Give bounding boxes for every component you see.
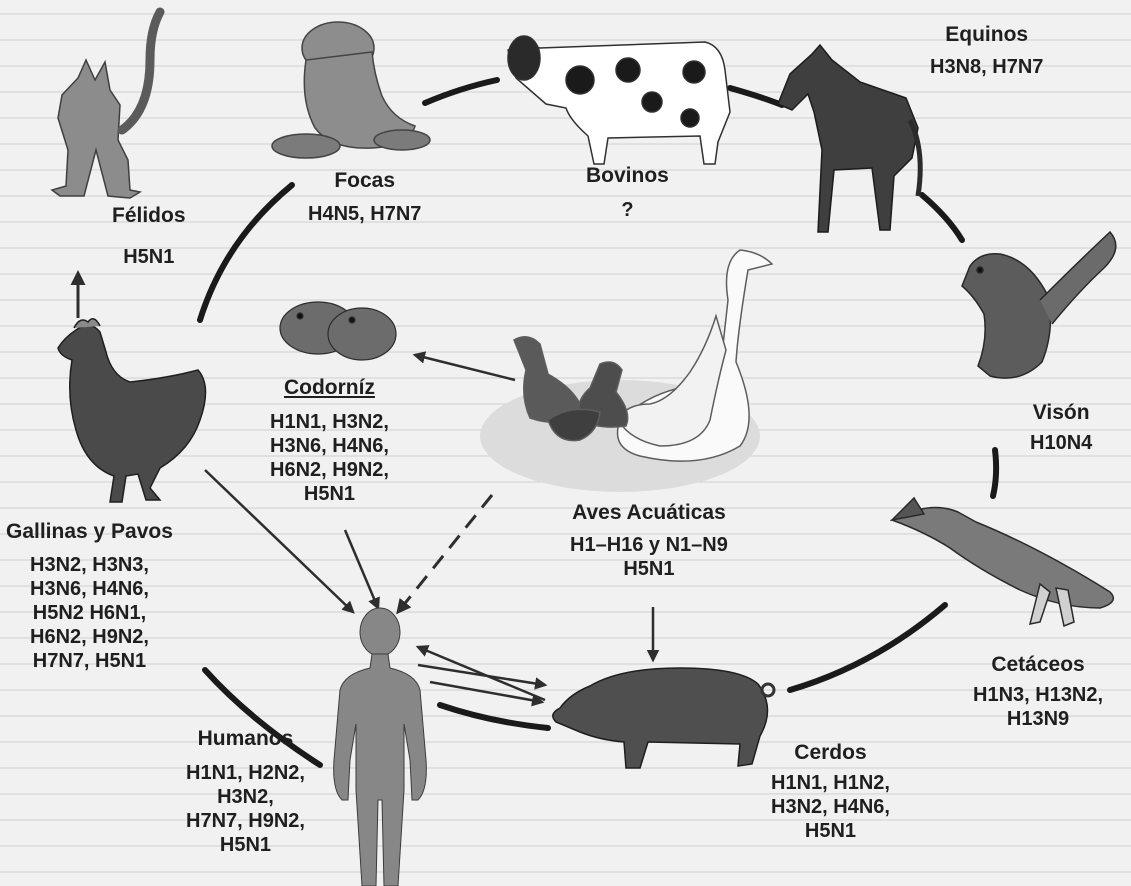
whale-illustration [892, 498, 1113, 626]
human-illustration [334, 608, 427, 886]
node-humanos: Humanos H1N1, H2N2, H3N2, H7N7, H9N2, H5… [186, 726, 305, 857]
node-vison: Visón H10N4 [1030, 400, 1092, 455]
arrow-aves-to-humanos-dashed [398, 495, 492, 612]
subtype-line: H3N8, H7N7 [930, 55, 1043, 79]
subtype-line: H7N7, H5N1 [6, 649, 173, 673]
node-felidos-name: Félidos [112, 203, 186, 228]
subtype-line: H13N9 [973, 707, 1103, 731]
subtype-line: H5N1 [771, 819, 890, 843]
waterfowl-illustration [480, 250, 772, 492]
subtype-line: H1N3, H13N2, [973, 683, 1103, 707]
subtype-line: H1N1, H3N2, [270, 410, 389, 434]
horse-illustration [778, 45, 920, 232]
subtype-line: H6N2, H9N2, [270, 458, 389, 482]
subtype-line: H3N6, H4N6, [270, 434, 389, 458]
subtype-line: H1–H16 y N1–N9 [570, 533, 728, 557]
node-vison-subtypes: H10N4 [1030, 431, 1092, 455]
node-humanos-subtypes: H1N1, H2N2, H3N2, H7N7, H9N2, H5N1 [186, 761, 305, 857]
mink-illustration [962, 232, 1116, 378]
arrow-codorniz-to-humanos [345, 530, 378, 608]
subtype-line: H5N1 [270, 482, 389, 506]
subtype-line: H7N7, H9N2, [186, 809, 305, 833]
subtype-line: H3N6, H4N6, [6, 577, 173, 601]
arrow-aves-to-codorniz [415, 355, 515, 380]
node-codorniz: Codorníz H1N1, H3N2, H3N6, H4N6, H6N2, H… [270, 375, 389, 506]
subtype-line: H3N2, [186, 785, 305, 809]
quail-illustration [280, 302, 396, 360]
node-gallinas-name: Gallinas y Pavos [6, 519, 173, 544]
node-equinos: Equinos H3N8, H7N7 [930, 22, 1043, 79]
subtype-line: H10N4 [1030, 431, 1092, 455]
node-cetaceos-subtypes: H1N3, H13N2, H13N9 [973, 683, 1103, 731]
node-equinos-subtypes: H3N8, H7N7 [930, 55, 1043, 79]
subtype-line: H5N1 [186, 833, 305, 857]
subtype-line: H1N1, H2N2, [186, 761, 305, 785]
cow-illustration [508, 36, 730, 164]
node-aves-acuaticas: Aves Acuáticas H1–H16 y N1–N9 H5N1 [570, 500, 728, 581]
pig-illustration [553, 668, 774, 768]
node-gallinas: Gallinas y Pavos H3N2, H3N3, H3N6, H4N6,… [6, 519, 173, 673]
cycle-arc-equinos-vison [922, 195, 962, 240]
seal-illustration [272, 22, 430, 158]
subtype-line: H6N2, H9N2, [6, 625, 173, 649]
node-focas-subtypes: H4N5, H7N7 [308, 202, 421, 226]
hen-illustration [58, 319, 206, 502]
node-bovinos-subtypes: ? [586, 198, 669, 222]
node-cetaceos: Cetáceos H1N3, H13N2, H13N9 [973, 652, 1103, 731]
subtype-line: ? [586, 198, 669, 222]
node-cetaceos-name: Cetáceos [973, 652, 1103, 677]
cycle-arc-bovinos-equinos [730, 88, 782, 105]
subtype-line: H4N5, H7N7 [308, 202, 421, 226]
subtype-line: H5N2 H6N1, [6, 601, 173, 625]
subtype-line: H5N1 [112, 245, 186, 269]
subtype-line: H1N1, H1N2, [771, 771, 890, 795]
node-vison-name: Visón [1030, 400, 1092, 425]
subtype-line: H5N1 [570, 557, 728, 581]
node-felidos: Félidos H5N1 [112, 203, 186, 269]
cycle-arc-cetaceos-cerdos [790, 605, 945, 690]
node-aves-name: Aves Acuáticas [570, 500, 728, 525]
node-bovinos: Bovinos ? [586, 163, 669, 222]
node-cerdos-subtypes: H1N1, H1N2, H3N2, H4N6, H5N1 [771, 771, 890, 843]
node-humanos-name: Humanos [186, 726, 305, 751]
node-gallinas-subtypes: H3N2, H3N3, H3N6, H4N6, H5N2 H6N1, H6N2,… [6, 553, 173, 673]
node-cerdos: Cerdos H1N1, H1N2, H3N2, H4N6, H5N1 [771, 740, 890, 843]
cycle-arc-vison-cetaceos [993, 450, 996, 496]
node-codorniz-subtypes: H1N1, H3N2, H3N6, H4N6, H6N2, H9N2, H5N1 [270, 410, 389, 506]
node-bovinos-name: Bovinos [586, 163, 669, 188]
node-felidos-subtypes: H5N1 [112, 245, 186, 269]
node-equinos-name: Equinos [930, 22, 1043, 47]
node-codorniz-name: Codorníz [270, 375, 389, 400]
node-aves-subtypes: H1–H16 y N1–N9 H5N1 [570, 533, 728, 581]
node-cerdos-name: Cerdos [771, 740, 890, 765]
subtype-line: H3N2, H3N3, [6, 553, 173, 577]
node-focas-name: Focas [308, 168, 421, 193]
subtype-line: H3N2, H4N6, [771, 795, 890, 819]
node-focas: Focas H4N5, H7N7 [308, 168, 421, 226]
